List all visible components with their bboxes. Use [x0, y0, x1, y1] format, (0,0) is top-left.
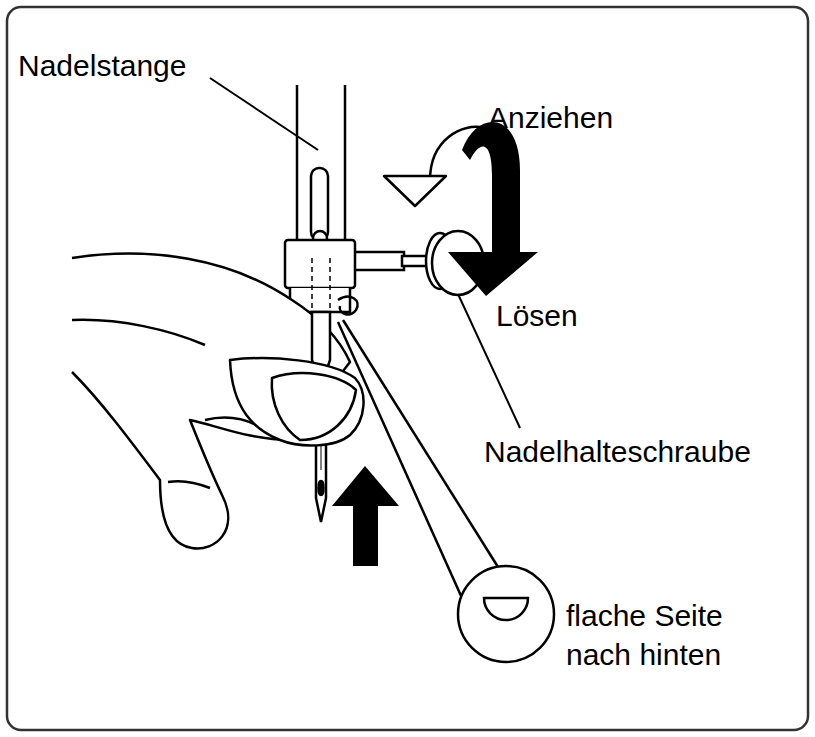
thumb — [230, 358, 364, 445]
part-label: Nadelhalteschraube — [484, 432, 804, 471]
rotation-arrows — [384, 122, 538, 296]
push-up-arrow — [332, 466, 399, 566]
note-label: flache Seite nach hinten — [566, 596, 791, 674]
part-label: Nadelstange — [18, 46, 208, 85]
leader-lines — [210, 78, 520, 428]
needle-bar — [297, 85, 345, 245]
needle-cross-section-inset — [338, 320, 554, 662]
action-label: Lösen — [496, 296, 696, 335]
frame — [7, 7, 808, 730]
action-label: Anziehen — [488, 98, 728, 137]
